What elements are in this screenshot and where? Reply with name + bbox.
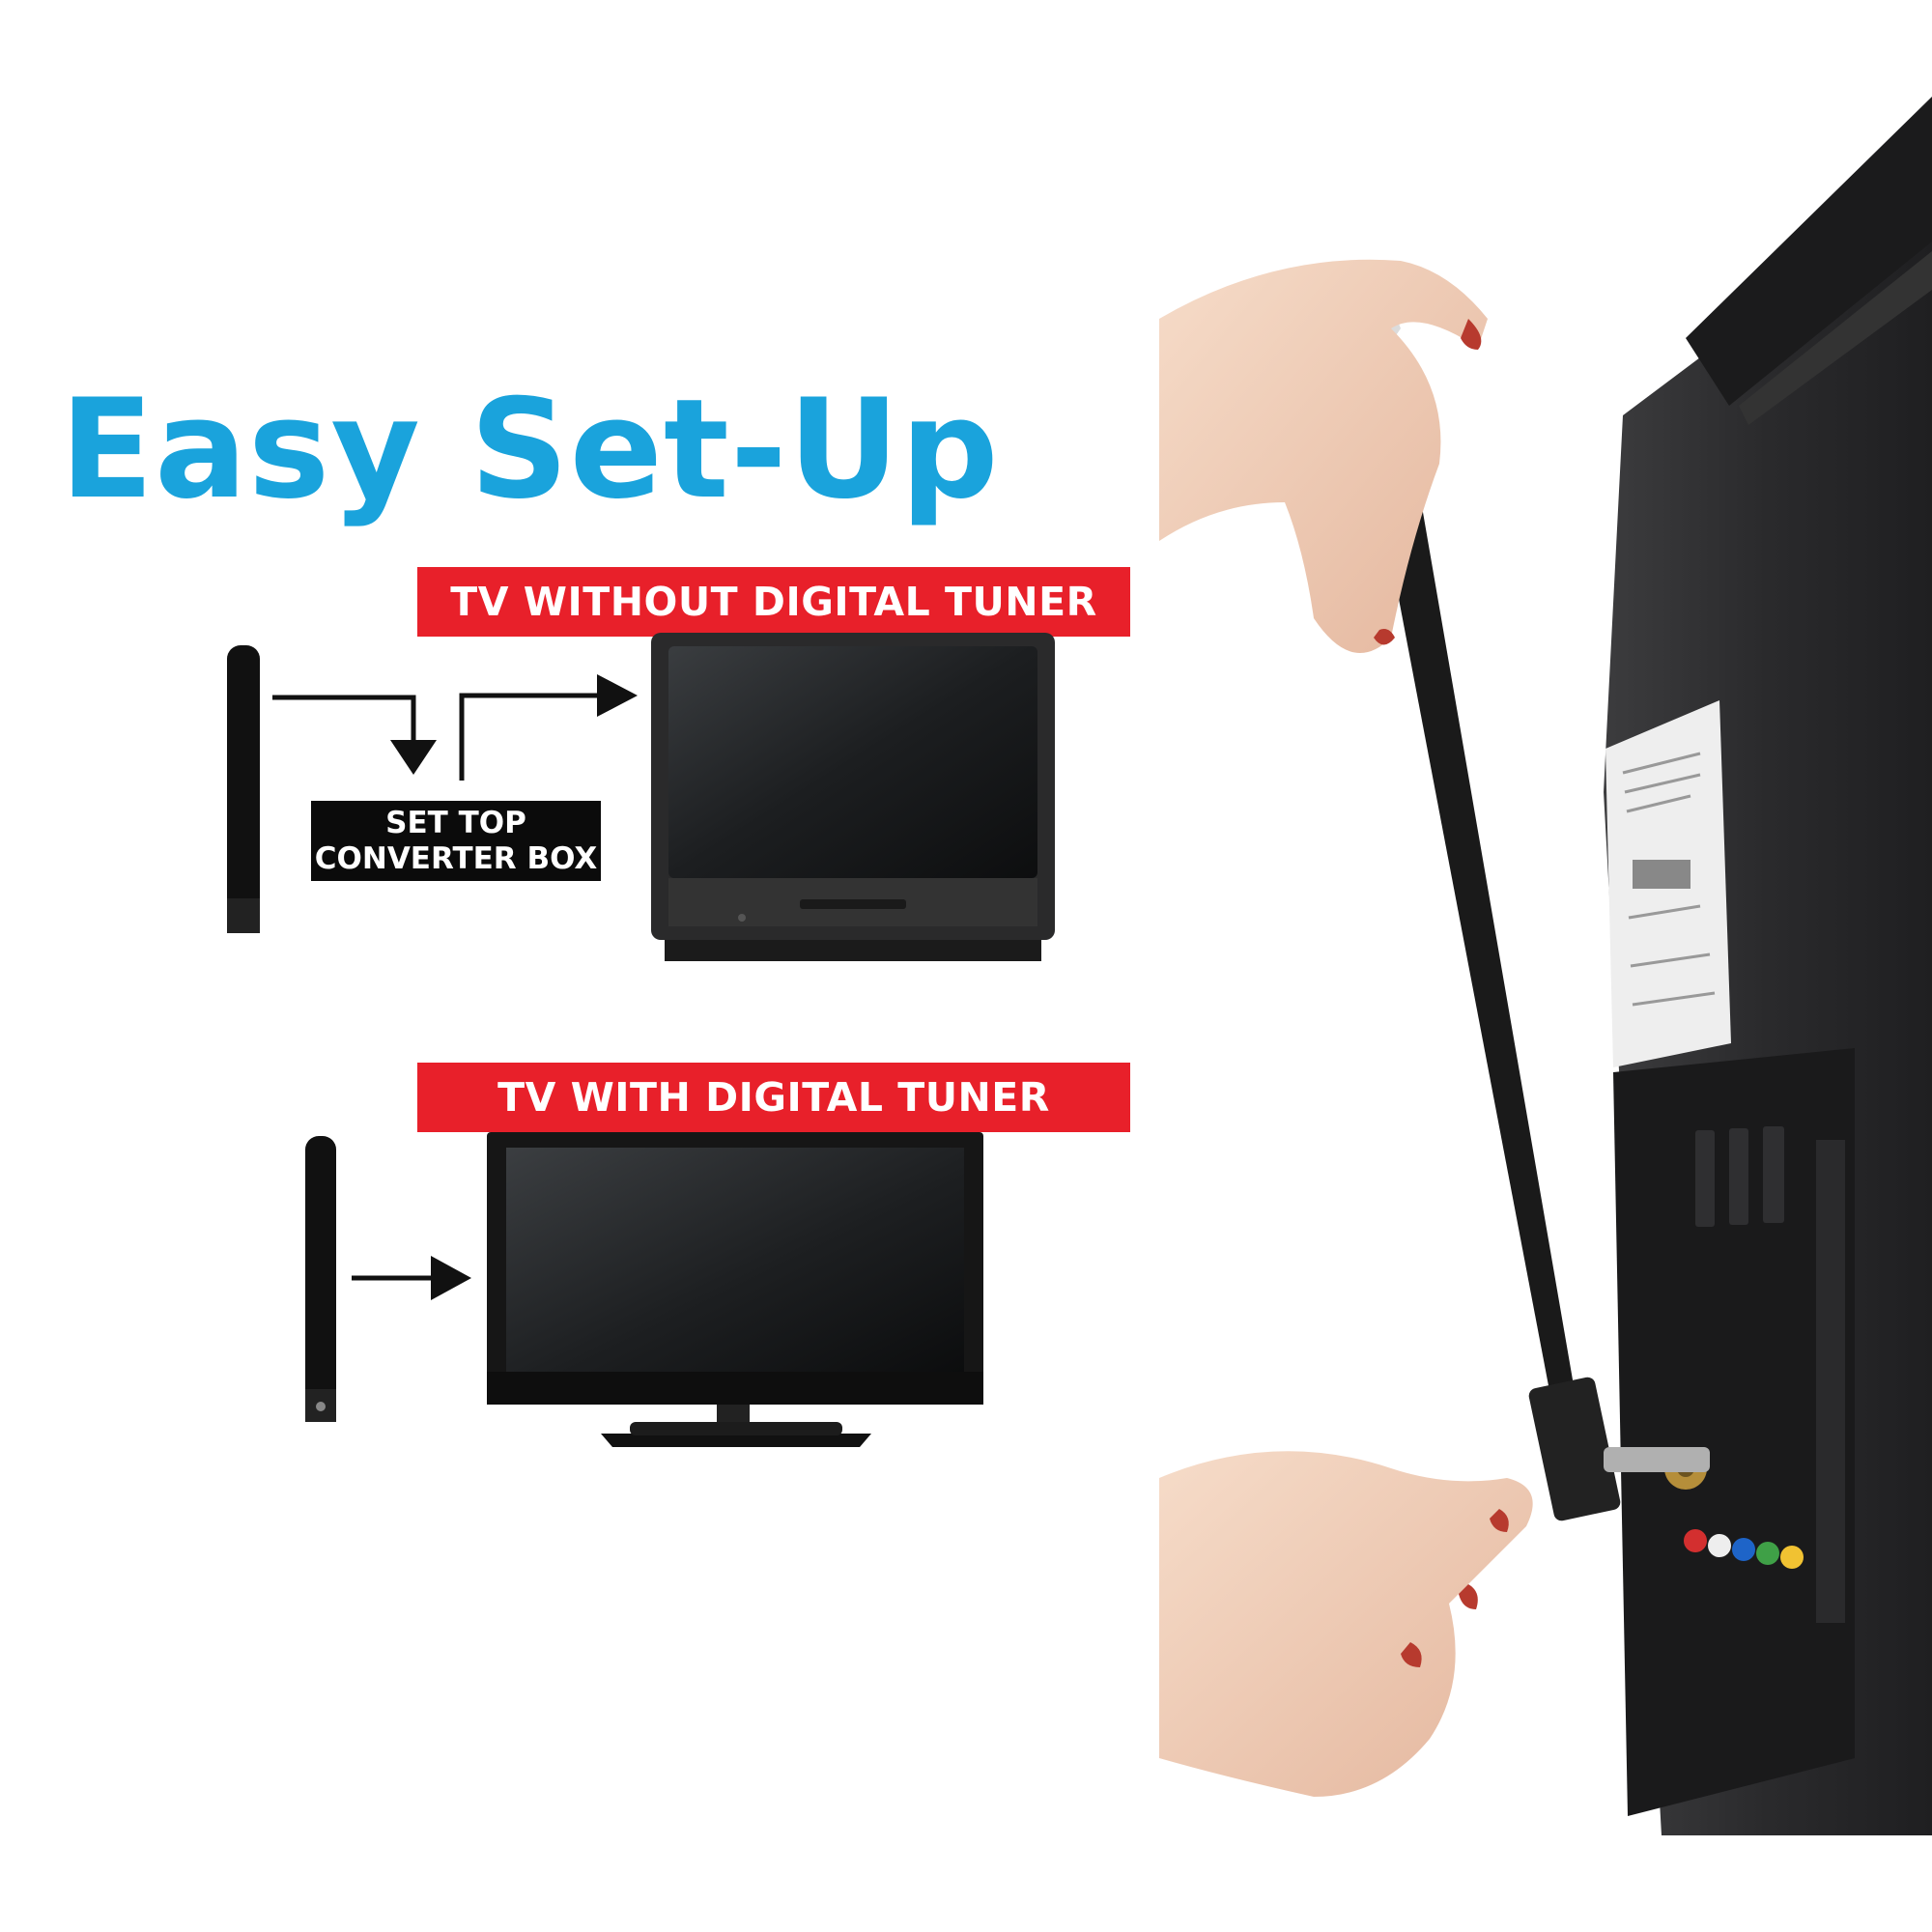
antenna-icon <box>227 645 260 933</box>
box-label-line1: SET TOP <box>385 805 526 840</box>
input-ports-panel <box>1613 1048 1855 1816</box>
banner-tv-with-digital-tuner: TV WITH DIGITAL TUNER <box>417 1063 1130 1132</box>
page-title: Easy Set-Up <box>60 370 1000 529</box>
antenna-icon <box>305 1136 336 1422</box>
tv-rear-photo <box>1159 97 1932 1835</box>
set-top-converter-box: SET TOP CONVERTER BOX <box>311 801 601 881</box>
signal-arrows <box>272 674 638 781</box>
crt-tv-image <box>651 633 1055 961</box>
banner-label: TV WITH DIGITAL TUNER <box>497 1074 1050 1121</box>
upper-hand <box>1159 259 1488 653</box>
banner-label: TV WITHOUT DIGITAL TUNER <box>450 579 1097 625</box>
signal-arrow <box>352 1256 471 1300</box>
flat-tv-image <box>487 1132 983 1447</box>
banner-tv-without-digital-tuner: TV WITHOUT DIGITAL TUNER <box>417 567 1130 637</box>
box-label-line2: CONVERTER BOX <box>314 840 598 876</box>
lower-hand <box>1159 1451 1533 1797</box>
